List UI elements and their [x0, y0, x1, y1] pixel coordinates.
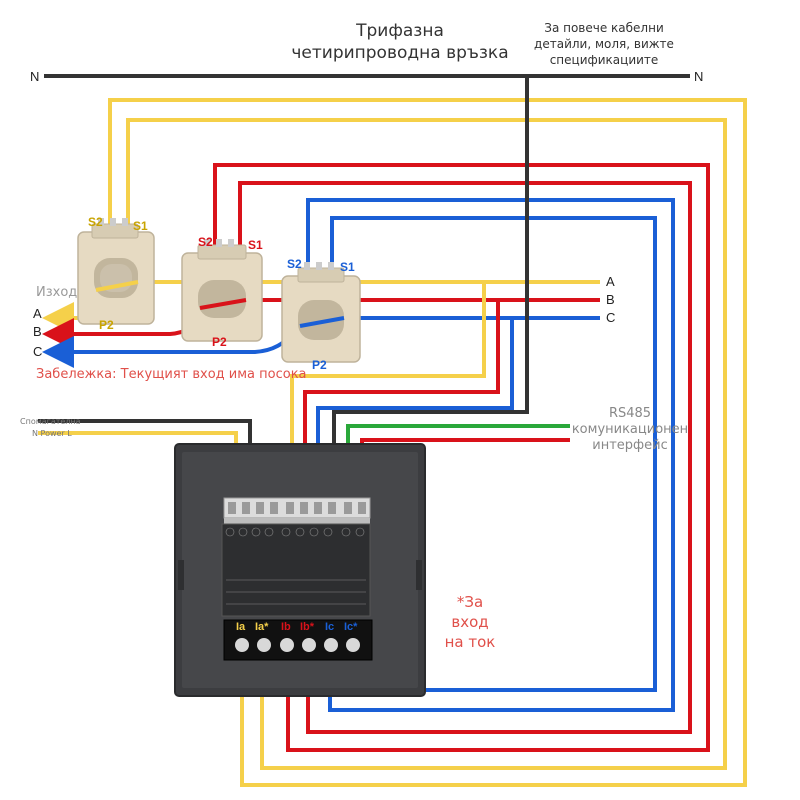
spec-note-line-2: детайли, моля, вижте	[534, 37, 674, 51]
title-line-1: Трифазна	[355, 21, 444, 41]
wire-red-s2	[213, 163, 710, 752]
spec-note-line-1: За повече кабелни	[544, 21, 664, 35]
phase-label-b-right: B	[606, 292, 615, 307]
ct-c-s2-label: S2	[287, 257, 302, 271]
ct-b-s1-label: S1	[248, 238, 263, 252]
ct-c-s1-label: S1	[340, 260, 355, 274]
terminal-ic-label: Ic	[325, 621, 334, 633]
ct-phase-b	[181, 239, 263, 342]
spec-note-line-3: спецификациите	[550, 53, 659, 67]
wire-red-s1	[238, 181, 692, 734]
rs485-label-line-1: RS485	[609, 406, 651, 421]
terminal-ic-star-label: Ic*	[344, 621, 358, 633]
meter-top-terminals	[228, 502, 366, 514]
meter-rear-panel	[174, 443, 426, 697]
terminal-ia-label: Ia	[236, 621, 246, 633]
wire-blue-s2	[306, 198, 675, 712]
ct-phase-c	[281, 262, 361, 363]
ct-phase-a	[77, 218, 155, 325]
phase-label-c-left: C	[33, 344, 42, 359]
current-direction-note: Забележка: Текущият вход има посока	[36, 367, 307, 382]
ct-c-p2-label: P2	[312, 358, 327, 372]
title-line-2: четирипроводна връзка	[291, 43, 508, 63]
aux-power-label-line-2: N Power L	[32, 429, 72, 438]
neutral-label-right: N	[694, 69, 703, 84]
aux-power-label-line-1: Спомагателна	[20, 417, 81, 426]
meter-current-terminal-screws	[235, 638, 360, 652]
ct-a-s1-label: S1	[133, 219, 148, 233]
phase-label-a-right: A	[606, 274, 615, 289]
ct-a-p2-label: P2	[99, 318, 114, 332]
phase-c-through-ct	[299, 316, 345, 328]
neutral-label-left: N	[30, 69, 39, 84]
current-input-label-line-3: на ток	[445, 633, 496, 651]
ct-b-s2-label: S2	[198, 235, 213, 249]
phase-label-c-right: C	[606, 310, 615, 325]
phase-b-through-ct	[199, 298, 247, 310]
voltage-a-wire	[290, 282, 486, 505]
phase-label-b-left: B	[33, 324, 42, 339]
terminal-ia-star-label: Ia*	[255, 621, 269, 633]
terminal-ib-star-label: Ib*	[300, 621, 315, 633]
rs485-label-line-3: интерфейс	[592, 438, 667, 453]
terminal-ib-label: Ib	[281, 621, 291, 633]
wire-yellow-s1	[126, 118, 727, 770]
current-input-label-line-1: *За	[457, 593, 483, 611]
current-input-label-line-2: вход	[451, 613, 488, 631]
wire-yellow-s2	[108, 98, 747, 787]
rs485-label-line-2: комуникационен	[572, 422, 688, 437]
ct-a-s2-label: S2	[88, 215, 103, 229]
phase-a-through-ct	[95, 280, 139, 292]
output-label: Изход	[36, 285, 77, 300]
phase-label-a-left: A	[33, 306, 42, 321]
ct-b-p2-label: P2	[212, 335, 227, 349]
